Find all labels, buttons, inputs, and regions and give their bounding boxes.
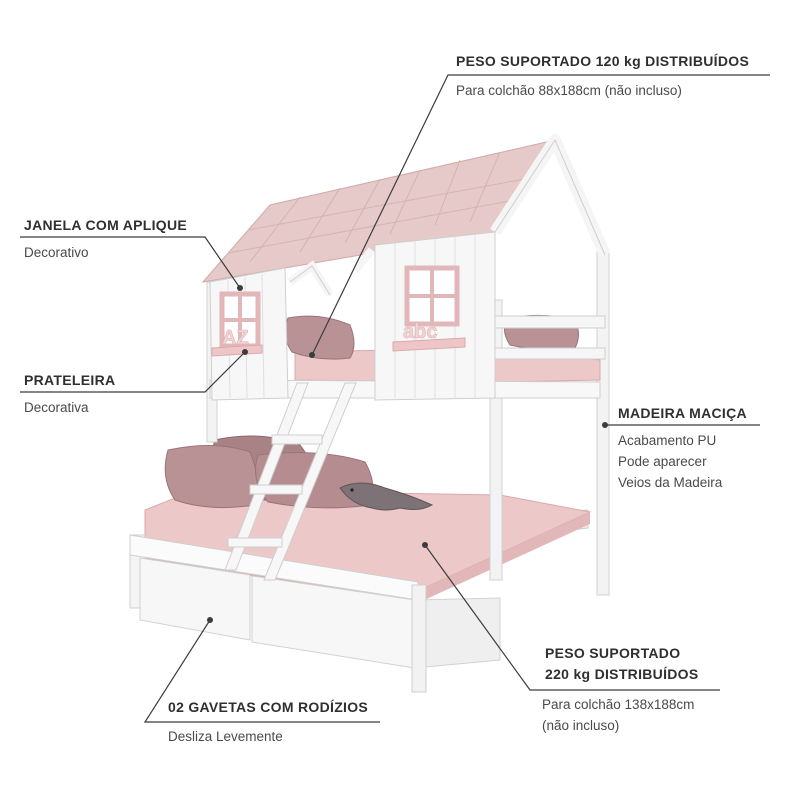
callout-peso-superior: PESO SUPORTADO 120 kg DISTRIBUÍDOS Para … [456,52,749,101]
callout-peso-superior-desc: Para colchão 88x188cm (não incluso) [456,83,682,98]
callout-gavetas: 02 GAVETAS COM RODÍZIOS Desliza Levement… [168,698,368,747]
leader-lines [20,74,770,723]
callout-madeira-desc-3: Veios da Madeira [618,475,723,490]
right-applique-letters: abc [403,321,437,343]
ladder [224,382,357,581]
left-applique-letters: AZ [222,327,249,349]
callout-gavetas-desc: Desliza Levemente [168,729,283,744]
callout-madeira: MADEIRA MACIÇA Acabamento PU Pode aparec… [618,404,747,493]
callout-janela: JANELA COM APLIQUE Decorativo [24,216,187,263]
leader-janela [20,236,241,289]
callout-madeira-title: MADEIRA MACIÇA [618,405,747,421]
pillow-upper-left [284,315,355,360]
callout-madeira-desc-1: Acabamento PU [618,433,717,448]
callout-peso-superior-title: PESO SUPORTADO 120 kg DISTRIBUÍDOS [456,53,750,69]
callout-prateleira-desc: Decorativa [24,400,89,415]
callout-madeira-desc-2: Pode aparecer [618,454,707,469]
callout-peso-inferior: PESO SUPORTADO 220 kg DISTRIBUÍDOS [545,644,699,683]
callout-peso-inferior-desc-2: (não incluso) [542,718,620,733]
callout-peso-inferior-title-1: PESO SUPORTADO [545,645,681,661]
pillow-lower-left [164,445,259,509]
left-shelf [211,344,263,357]
callout-gavetas-title: 02 GAVETAS COM RODÍZIOS [168,699,369,715]
callout-peso-inferior-title-2: 220 kg DISTRIBUÍDOS [545,666,699,682]
callout-peso-inferior-desc-1: Para colchão 138x188cm [542,697,695,712]
right-shelf [392,337,466,352]
leader-peso-inferior [424,544,720,691]
leader-gavetas [143,619,380,723]
lower-bed [129,435,592,693]
leader-peso-superior [311,74,770,356]
leader-dots [207,285,608,623]
drawer-left [139,557,251,641]
callout-janela-desc: Decorativo [24,245,89,260]
callout-peso-inferior-desc: Para colchão 138x188cm (não incluso) [542,694,694,736]
leader-prateleira [20,351,246,393]
callout-janela-title: JANELA COM APLIQUE [24,217,188,233]
plush-toy [339,482,434,511]
callout-prateleira-title: PRATELEIRA [24,372,116,388]
callout-prateleira: PRATELEIRA Decorativa [24,371,115,418]
